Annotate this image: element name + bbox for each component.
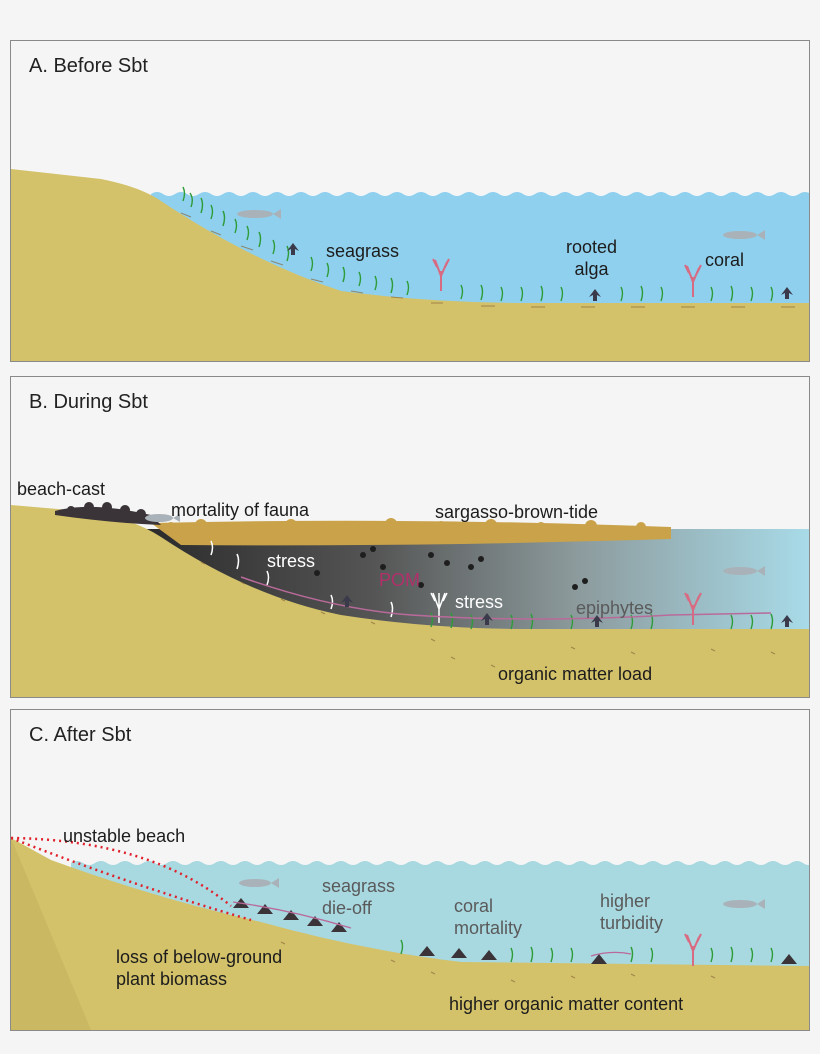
fish-icon <box>145 514 765 576</box>
stress-label-2: stress <box>455 592 504 612</box>
organic-load-label: organic matter load <box>498 664 653 684</box>
seagrass-dieoff <box>233 898 797 964</box>
pom-particles <box>314 546 588 590</box>
stress-label: stress <box>267 551 316 571</box>
stressed-seagrass <box>210 540 448 623</box>
panel-title: C. After Sbt <box>29 724 132 746</box>
below-ground-loss-label: loss of below-ground plant biomass <box>116 947 283 989</box>
beach-cast-label: beach-cast <box>17 479 106 499</box>
scene-before <box>11 169 809 361</box>
seagrass-bed <box>182 186 774 302</box>
unstable-beach-label: unstable beach <box>63 826 186 846</box>
panel-title: B. During Sbt <box>29 391 148 413</box>
seabed <box>11 505 809 697</box>
fish-icon <box>237 209 765 240</box>
coral-icon <box>432 258 702 297</box>
dieoff-label: seagrass die-off <box>322 876 396 918</box>
seabed <box>11 838 809 1030</box>
scene-after <box>11 836 809 1030</box>
seagrass-label: seagrass <box>326 241 400 261</box>
panel-after: C. After Sbt unstable beach seagrass die… <box>10 709 810 1031</box>
fish-icon <box>239 878 765 909</box>
mortality-label: mortality of fauna <box>171 500 310 520</box>
panel-title: A. Before Sbt <box>29 55 148 77</box>
epiphytes-line <box>240 576 772 620</box>
rooted-alga-label: rooted alga <box>566 237 618 279</box>
epiphytes-label: epiphytes <box>576 598 654 618</box>
seabed <box>11 169 809 361</box>
organic-content-label: higher organic matter content <box>449 994 684 1014</box>
pom-label: POM <box>379 570 421 590</box>
coral-mortality-label: coral mortality <box>454 896 523 938</box>
sargassum-mat <box>151 518 671 546</box>
scene-during <box>11 502 809 697</box>
turbidity-label: higher turbidity <box>600 891 664 933</box>
coral-label: coral <box>705 250 745 270</box>
rooted-alga-icon <box>287 243 793 301</box>
sargasso-label: sargasso-brown-tide <box>435 502 599 522</box>
panel-before: A. Before Sbt seagrass rooted alga coral <box>10 40 810 362</box>
panel-during: B. During Sbt beach-cast mortality of fa… <box>10 376 810 698</box>
unstable-beach-line <box>11 836 252 922</box>
beach-cast-pile <box>55 502 161 525</box>
